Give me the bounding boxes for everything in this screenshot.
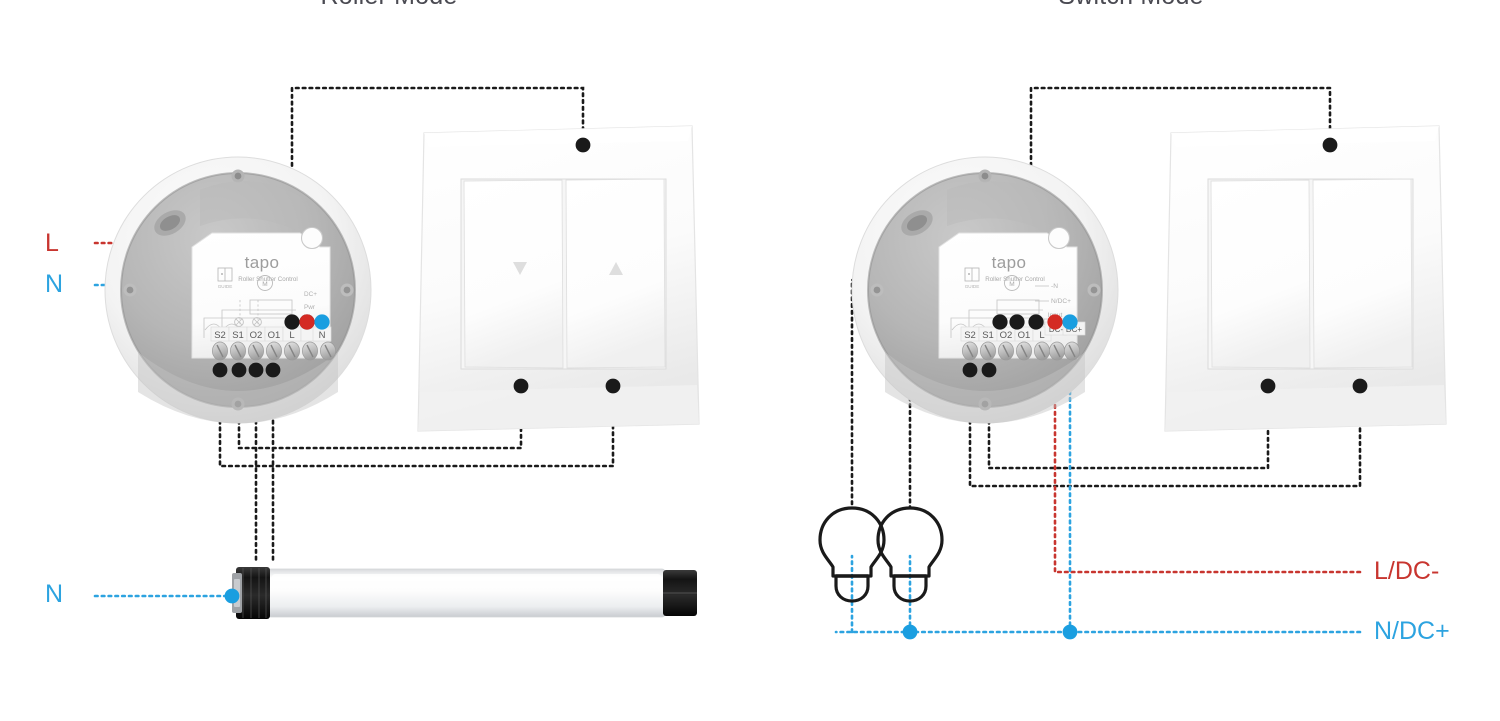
left-terminal-labels: S2 S1 O2 O1 L N: [210, 326, 332, 342]
bus-junction-dot-1: [902, 624, 918, 640]
switch-dot-common-left: [575, 137, 591, 153]
svg-text:M: M: [262, 281, 267, 288]
left-module-product: Roller Shutter Control: [238, 276, 298, 283]
roller-shutter-motor: [232, 567, 697, 619]
switch-dot-rocker2-left: [605, 378, 621, 394]
bus-junction-dot-2: [1062, 624, 1078, 640]
left-module-guide-label: GUIDE: [218, 284, 233, 289]
roller-mode-title: Roller Mode: [321, 0, 458, 11]
guide-icon: [217, 267, 233, 282]
left-panel-group: tapo Roller Shutter Control GUIDE M: [93, 86, 700, 619]
reset-button[interactable]: [300, 226, 324, 250]
right-module-brand: tapo: [992, 253, 1027, 272]
motor-neutral-dot: [224, 588, 240, 604]
right-module-annotation-ndcplus: N/DC+: [1051, 298, 1071, 305]
wire-dot-o2-left: [248, 362, 264, 378]
right-terminal-screws: [962, 341, 1080, 361]
arrow-down-icon: [513, 262, 527, 275]
arrow-up-icon: [609, 262, 623, 275]
wire-live-dc-minus-right: [1053, 320, 1362, 574]
terminal-dot-dcminus-right: [1047, 314, 1063, 330]
label-live-left: L: [45, 229, 59, 257]
terminal-label-s2-left: S2: [214, 330, 226, 341]
terminal-dot-o2-right: [992, 314, 1008, 330]
left-terminal-screws: [212, 341, 336, 361]
right-module-product: Roller Shutter Control: [985, 276, 1045, 283]
right-module: tapo Roller Shutter Control GUIDE M: [938, 226, 1086, 378]
terminal-dot-black-l-left: [284, 314, 300, 330]
terminal-label-s1-left: S1: [232, 330, 244, 341]
wire-dot-s1-right: [981, 362, 997, 378]
terminal-dot-blue-n-left: [314, 314, 330, 330]
left-bottom-dots: [212, 362, 281, 378]
label-live-dc-minus-right: L/DC-: [1374, 557, 1440, 585]
label-neutral-dc-plus-right: N/DC+: [1374, 617, 1450, 645]
light-bulb-2: [876, 506, 944, 603]
left-terminal-dots: [284, 314, 330, 330]
svg-text:M: M: [1009, 281, 1014, 288]
left-module-annotation-pwr: Pwr: [304, 304, 316, 311]
right-module-guide-label: GUIDE: [965, 284, 980, 289]
rocker-blank-left-right[interactable]: [1210, 179, 1311, 369]
terminal-label-o1-left: O1: [268, 330, 281, 341]
label-neutral-left-bottom: N: [45, 580, 64, 608]
wire-dot-s2-right: [962, 362, 978, 378]
wire-dot-s1-left: [231, 362, 247, 378]
wire-s2-right: [968, 378, 1362, 488]
terminal-dot-o1-right: [1009, 314, 1025, 330]
terminal-label-l-left: L: [289, 330, 294, 341]
rocker-up-left[interactable]: [565, 178, 666, 369]
switch-dot-rocker1-right: [1260, 378, 1276, 394]
terminal-label-o2-right: O2: [1000, 330, 1013, 341]
rocker-blank-right-right[interactable]: [1312, 178, 1413, 369]
terminal-label-dcplus-right: DC+: [1066, 325, 1083, 334]
right-module-annotation-n: -N: [1051, 283, 1058, 290]
switch-dot-common-right: [1322, 137, 1338, 153]
right-panel-group: tapo Roller Shutter Control GUIDE M: [818, 86, 1447, 640]
terminal-label-o1-right: O1: [1018, 330, 1031, 341]
terminal-label-s1-right: S1: [982, 330, 994, 341]
label-neutral-left-top: N: [45, 270, 64, 298]
terminal-dot-red-pwr-left: [299, 314, 315, 330]
terminal-label-s2-right: S2: [964, 330, 976, 341]
left-module: tapo Roller Shutter Control GUIDE M: [191, 226, 336, 378]
guide-icon-right: [964, 267, 980, 282]
left-module-annotation-dcplus: DC+: [304, 291, 317, 298]
terminal-label-n-left: N: [319, 330, 326, 341]
left-module-brand: tapo: [245, 253, 280, 272]
terminal-label-o2-left: O2: [250, 330, 263, 341]
right-terminal-dots: [992, 314, 1078, 330]
terminal-label-l-right: L: [1039, 330, 1044, 341]
reset-button-right[interactable]: [1047, 226, 1071, 250]
wire-dot-s2-left: [212, 362, 228, 378]
left-wall-switch[interactable]: [417, 125, 700, 432]
light-bulb-1: [818, 506, 886, 603]
right-wall-switch[interactable]: [1164, 125, 1447, 432]
motor-symbol-icon: M: [257, 275, 273, 291]
terminal-dot-dcplus-right: [1062, 314, 1078, 330]
switch-mode-title: Switch Mode: [1058, 0, 1203, 11]
wire-dot-o1-left: [265, 362, 281, 378]
rocker-down-left[interactable]: [463, 179, 564, 369]
switch-dot-rocker1-left: [513, 378, 529, 394]
switch-dot-rocker2-right: [1352, 378, 1368, 394]
terminal-dot-l-right: [1028, 314, 1044, 330]
motor-symbol-icon-right: M: [1004, 275, 1020, 291]
right-bottom-dots: [962, 362, 997, 378]
